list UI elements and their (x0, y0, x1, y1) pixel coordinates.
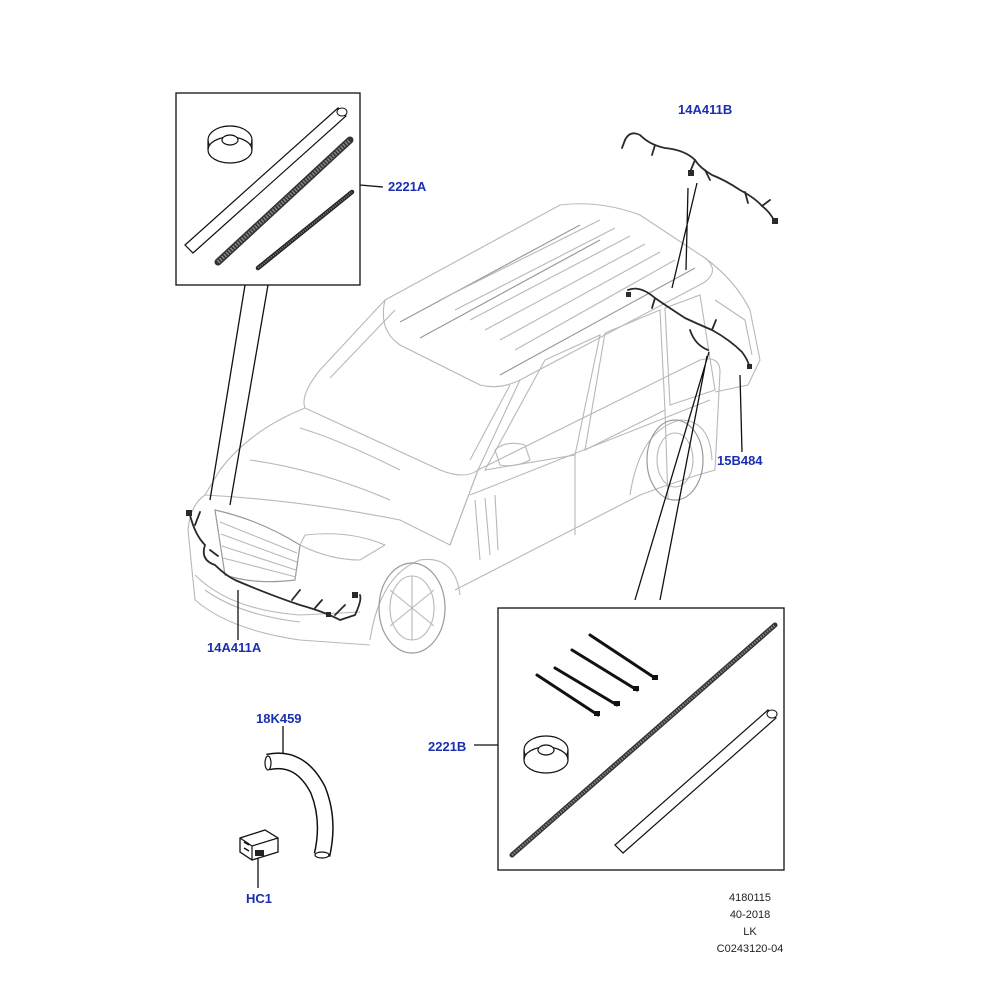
reference-line-2: 40-2018 (729, 909, 771, 921)
callout-18k459[interactable]: 18K459 (256, 711, 302, 726)
part-18k459-hose[interactable] (264, 752, 334, 859)
leader-lines (209, 182, 743, 888)
callout-2221b[interactable]: 2221B (428, 739, 467, 754)
reference-line-1: 4180115 (728, 892, 771, 904)
kit-box-2221b[interactable] (497, 607, 785, 871)
kit-box-2221a[interactable] (175, 92, 361, 286)
callout-2221a[interactable]: 2221A (388, 179, 427, 194)
reference-line-3: LK (743, 926, 757, 938)
reference-line-4: C0243120-04 (716, 943, 784, 955)
callout-14a411b[interactable]: 14A411B (678, 102, 733, 117)
harness-front-bumper[interactable] (186, 510, 362, 621)
harness-rear-bumper[interactable] (626, 287, 752, 369)
callout-14a411a[interactable]: 14A411A (207, 640, 262, 655)
callout-15b484[interactable]: 15B484 (717, 453, 763, 468)
part-hc1-connector[interactable] (239, 829, 279, 861)
callout-hc1[interactable]: HC1 (246, 891, 273, 906)
harness-rear-standalone[interactable] (621, 132, 778, 224)
